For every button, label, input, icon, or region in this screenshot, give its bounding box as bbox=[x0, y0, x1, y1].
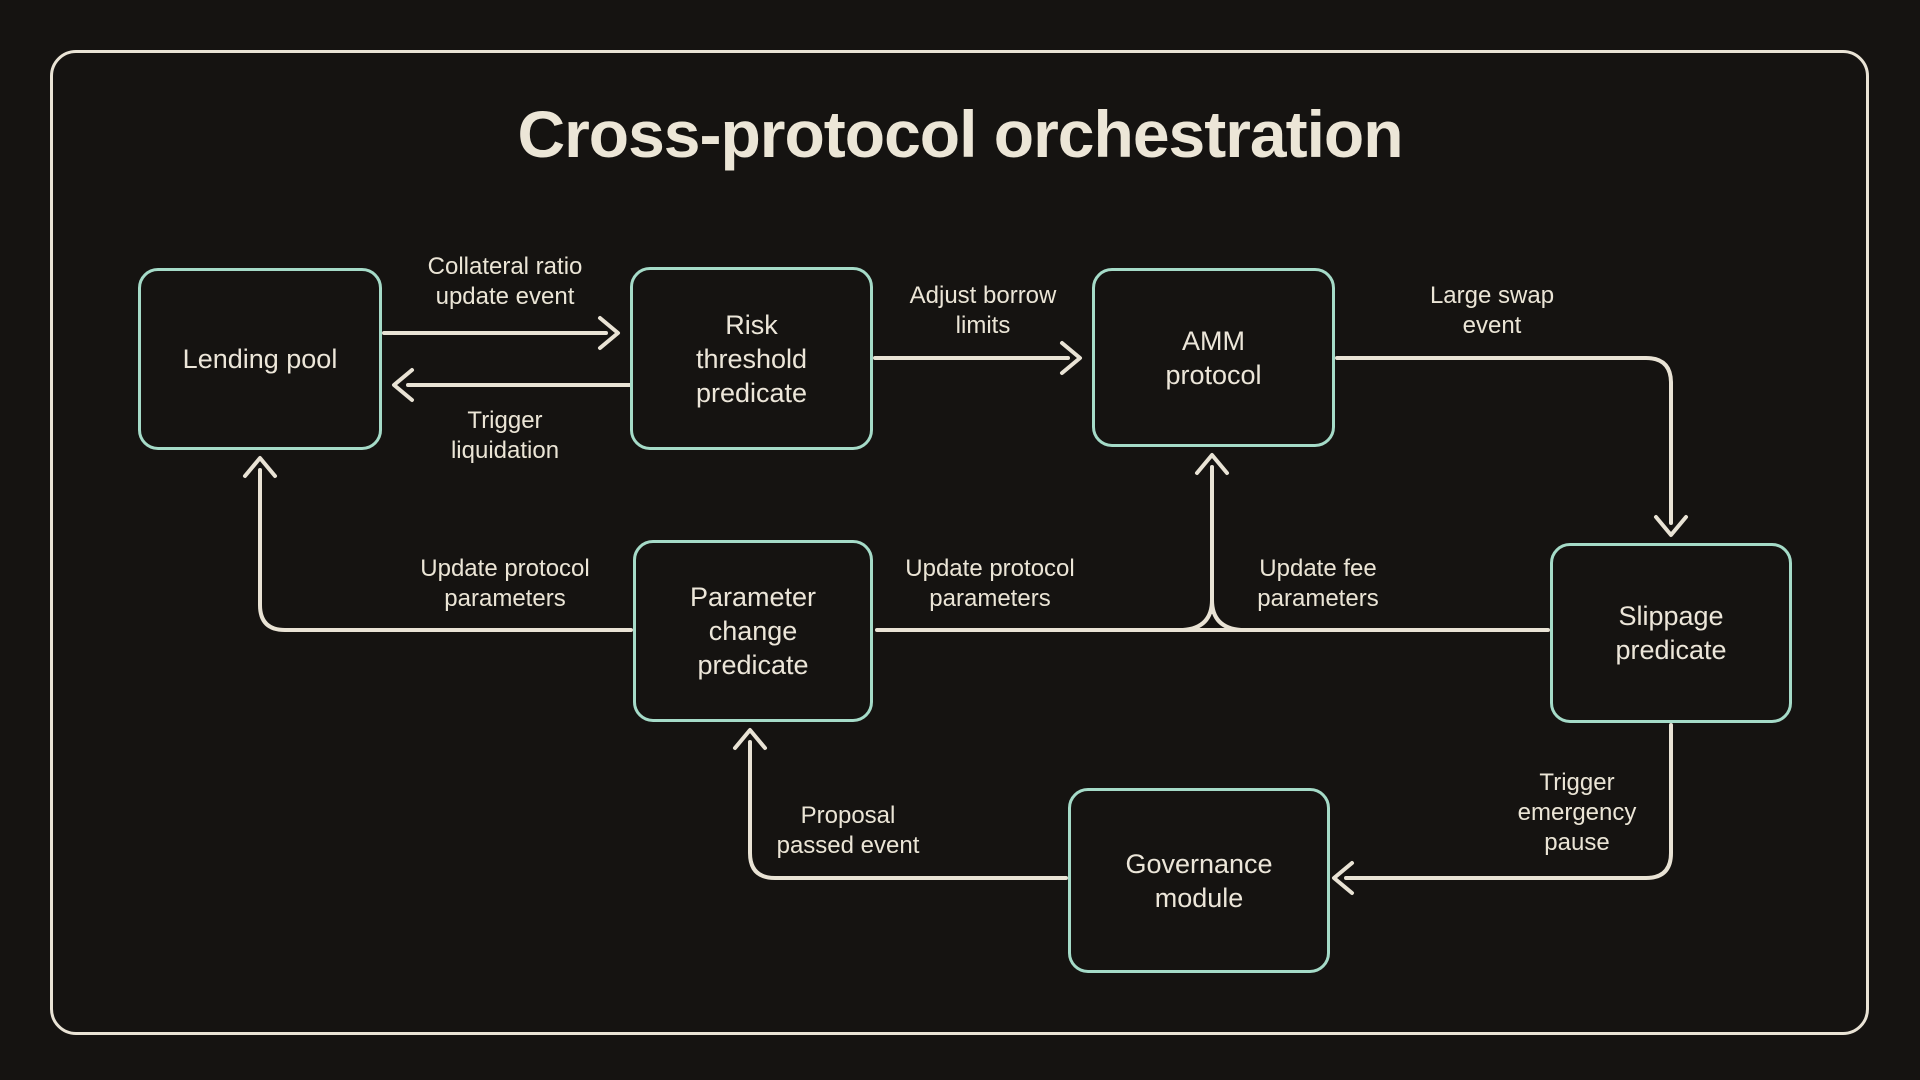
node-label: Slippage predicate bbox=[1615, 601, 1727, 665]
node-label: Parameter change predicate bbox=[689, 582, 817, 680]
branch-fillet-left bbox=[1181, 598, 1214, 632]
edge-update-protocol-parameters-to-lending-pool bbox=[243, 456, 633, 632]
edge-line bbox=[1335, 356, 1673, 525]
edge-proposal-passed-event bbox=[733, 728, 1068, 880]
edge-label-adjust-borrow-limits: Adjust borrow limits bbox=[909, 282, 1057, 339]
node-governance-module: Governance module bbox=[1068, 788, 1330, 973]
outer-frame bbox=[50, 50, 1869, 1035]
node-label: Governance module bbox=[1125, 848, 1273, 913]
arrowhead-up-icon bbox=[1195, 453, 1229, 475]
edge-line bbox=[748, 740, 1068, 880]
edge-large-swap-event bbox=[1335, 356, 1688, 537]
edge-trigger-emergency-pause bbox=[1332, 723, 1673, 895]
arrowhead-left-icon bbox=[1332, 861, 1354, 895]
node-label: Lending pool bbox=[182, 344, 338, 374]
node-amm-protocol: AMM protocol bbox=[1092, 268, 1335, 447]
arrowhead-up-icon bbox=[733, 728, 767, 750]
arrowhead-left-icon bbox=[392, 368, 414, 402]
edge-collateral-ratio-update-event bbox=[382, 316, 620, 350]
arrowhead-right-icon bbox=[1060, 341, 1082, 375]
node-parameter-change-predicate: Parameter change predicate bbox=[633, 540, 873, 722]
diagram-title: Cross-protocol orchestration bbox=[517, 97, 1403, 171]
edge-adjust-borrow-limits bbox=[873, 341, 1082, 375]
edge-label-large-swap-event: Large swap event bbox=[1429, 282, 1555, 339]
arrowhead-down-icon bbox=[1654, 515, 1688, 537]
arrowhead-right-icon bbox=[598, 316, 620, 350]
edge-label-update-protocol-parameters-left: Update protocol parameters bbox=[420, 555, 590, 612]
edge-label-collateral-ratio-update-event: Collateral ratio update event bbox=[427, 253, 583, 310]
edge-label-trigger-emergency-pause: Trigger emergency pause bbox=[1517, 769, 1637, 856]
edge-line bbox=[1344, 723, 1673, 880]
arrowhead-up-icon bbox=[243, 456, 277, 478]
edge-trigger-liquidation bbox=[392, 368, 632, 402]
node-lending-pool: Lending pool bbox=[138, 268, 382, 450]
edge-line bbox=[258, 468, 633, 632]
edge-label-update-protocol-parameters-mid: Update protocol parameters bbox=[905, 555, 1075, 612]
node-label: AMM protocol bbox=[1165, 325, 1262, 390]
node-label: Risk threshold predicate bbox=[695, 309, 808, 408]
edge-label-trigger-liquidation: Trigger liquidation bbox=[450, 407, 560, 464]
edge-label-update-fee-parameters: Update fee parameters bbox=[1257, 555, 1379, 612]
branch-fillet-right bbox=[1210, 598, 1243, 632]
edge-update-parameters-rail bbox=[875, 453, 1550, 632]
edge-label-proposal-passed-event: Proposal passed event bbox=[776, 802, 920, 859]
node-risk-threshold-predicate: Risk threshold predicate bbox=[630, 267, 873, 450]
node-slippage-predicate: Slippage predicate bbox=[1550, 543, 1792, 723]
